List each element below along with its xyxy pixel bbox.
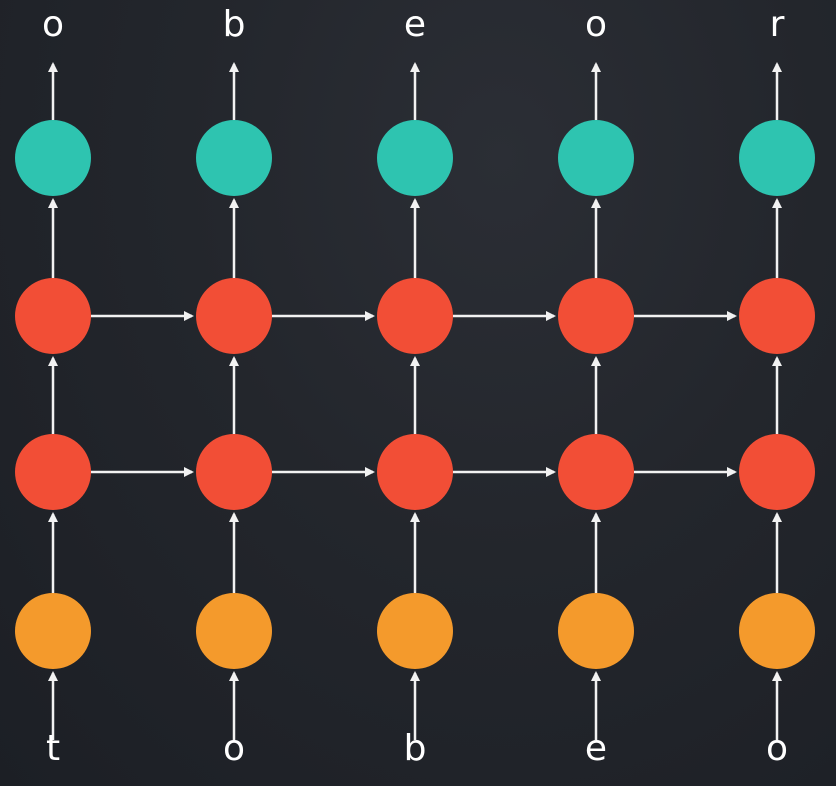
hidden-node-layer2-0: [15, 278, 91, 354]
nodes-layer: [15, 120, 815, 669]
output-char-label: b: [223, 4, 246, 45]
input-node-2: [377, 593, 453, 669]
input-node-0: [15, 593, 91, 669]
input-char-label: o: [223, 728, 245, 769]
input-char-label: b: [404, 728, 427, 769]
hidden-node-layer2-4: [739, 278, 815, 354]
hidden-node-layer2-1: [196, 278, 272, 354]
hidden-node-layer1-3: [558, 434, 634, 510]
output-node-3: [558, 120, 634, 196]
hidden-node-layer1-1: [196, 434, 272, 510]
hidden-node-layer1-4: [739, 434, 815, 510]
hidden-node-layer1-0: [15, 434, 91, 510]
hidden-node-layer2-3: [558, 278, 634, 354]
output-node-4: [739, 120, 815, 196]
output-node-1: [196, 120, 272, 196]
output-char-label: r: [770, 4, 785, 45]
output-char-label: o: [42, 4, 64, 45]
input-char-label: t: [46, 728, 60, 769]
input-node-1: [196, 593, 272, 669]
hidden-node-layer1-2: [377, 434, 453, 510]
edges-layer: [48, 62, 782, 740]
output-char-label: o: [585, 4, 607, 45]
input-node-4: [739, 593, 815, 669]
output-char-label: e: [404, 4, 426, 45]
output-node-0: [15, 120, 91, 196]
input-char-label: e: [585, 728, 607, 769]
hidden-node-layer2-2: [377, 278, 453, 354]
input-char-label: o: [766, 728, 788, 769]
input-node-3: [558, 593, 634, 669]
output-node-2: [377, 120, 453, 196]
labels-layer: o t b o e b o e r o: [42, 4, 788, 769]
